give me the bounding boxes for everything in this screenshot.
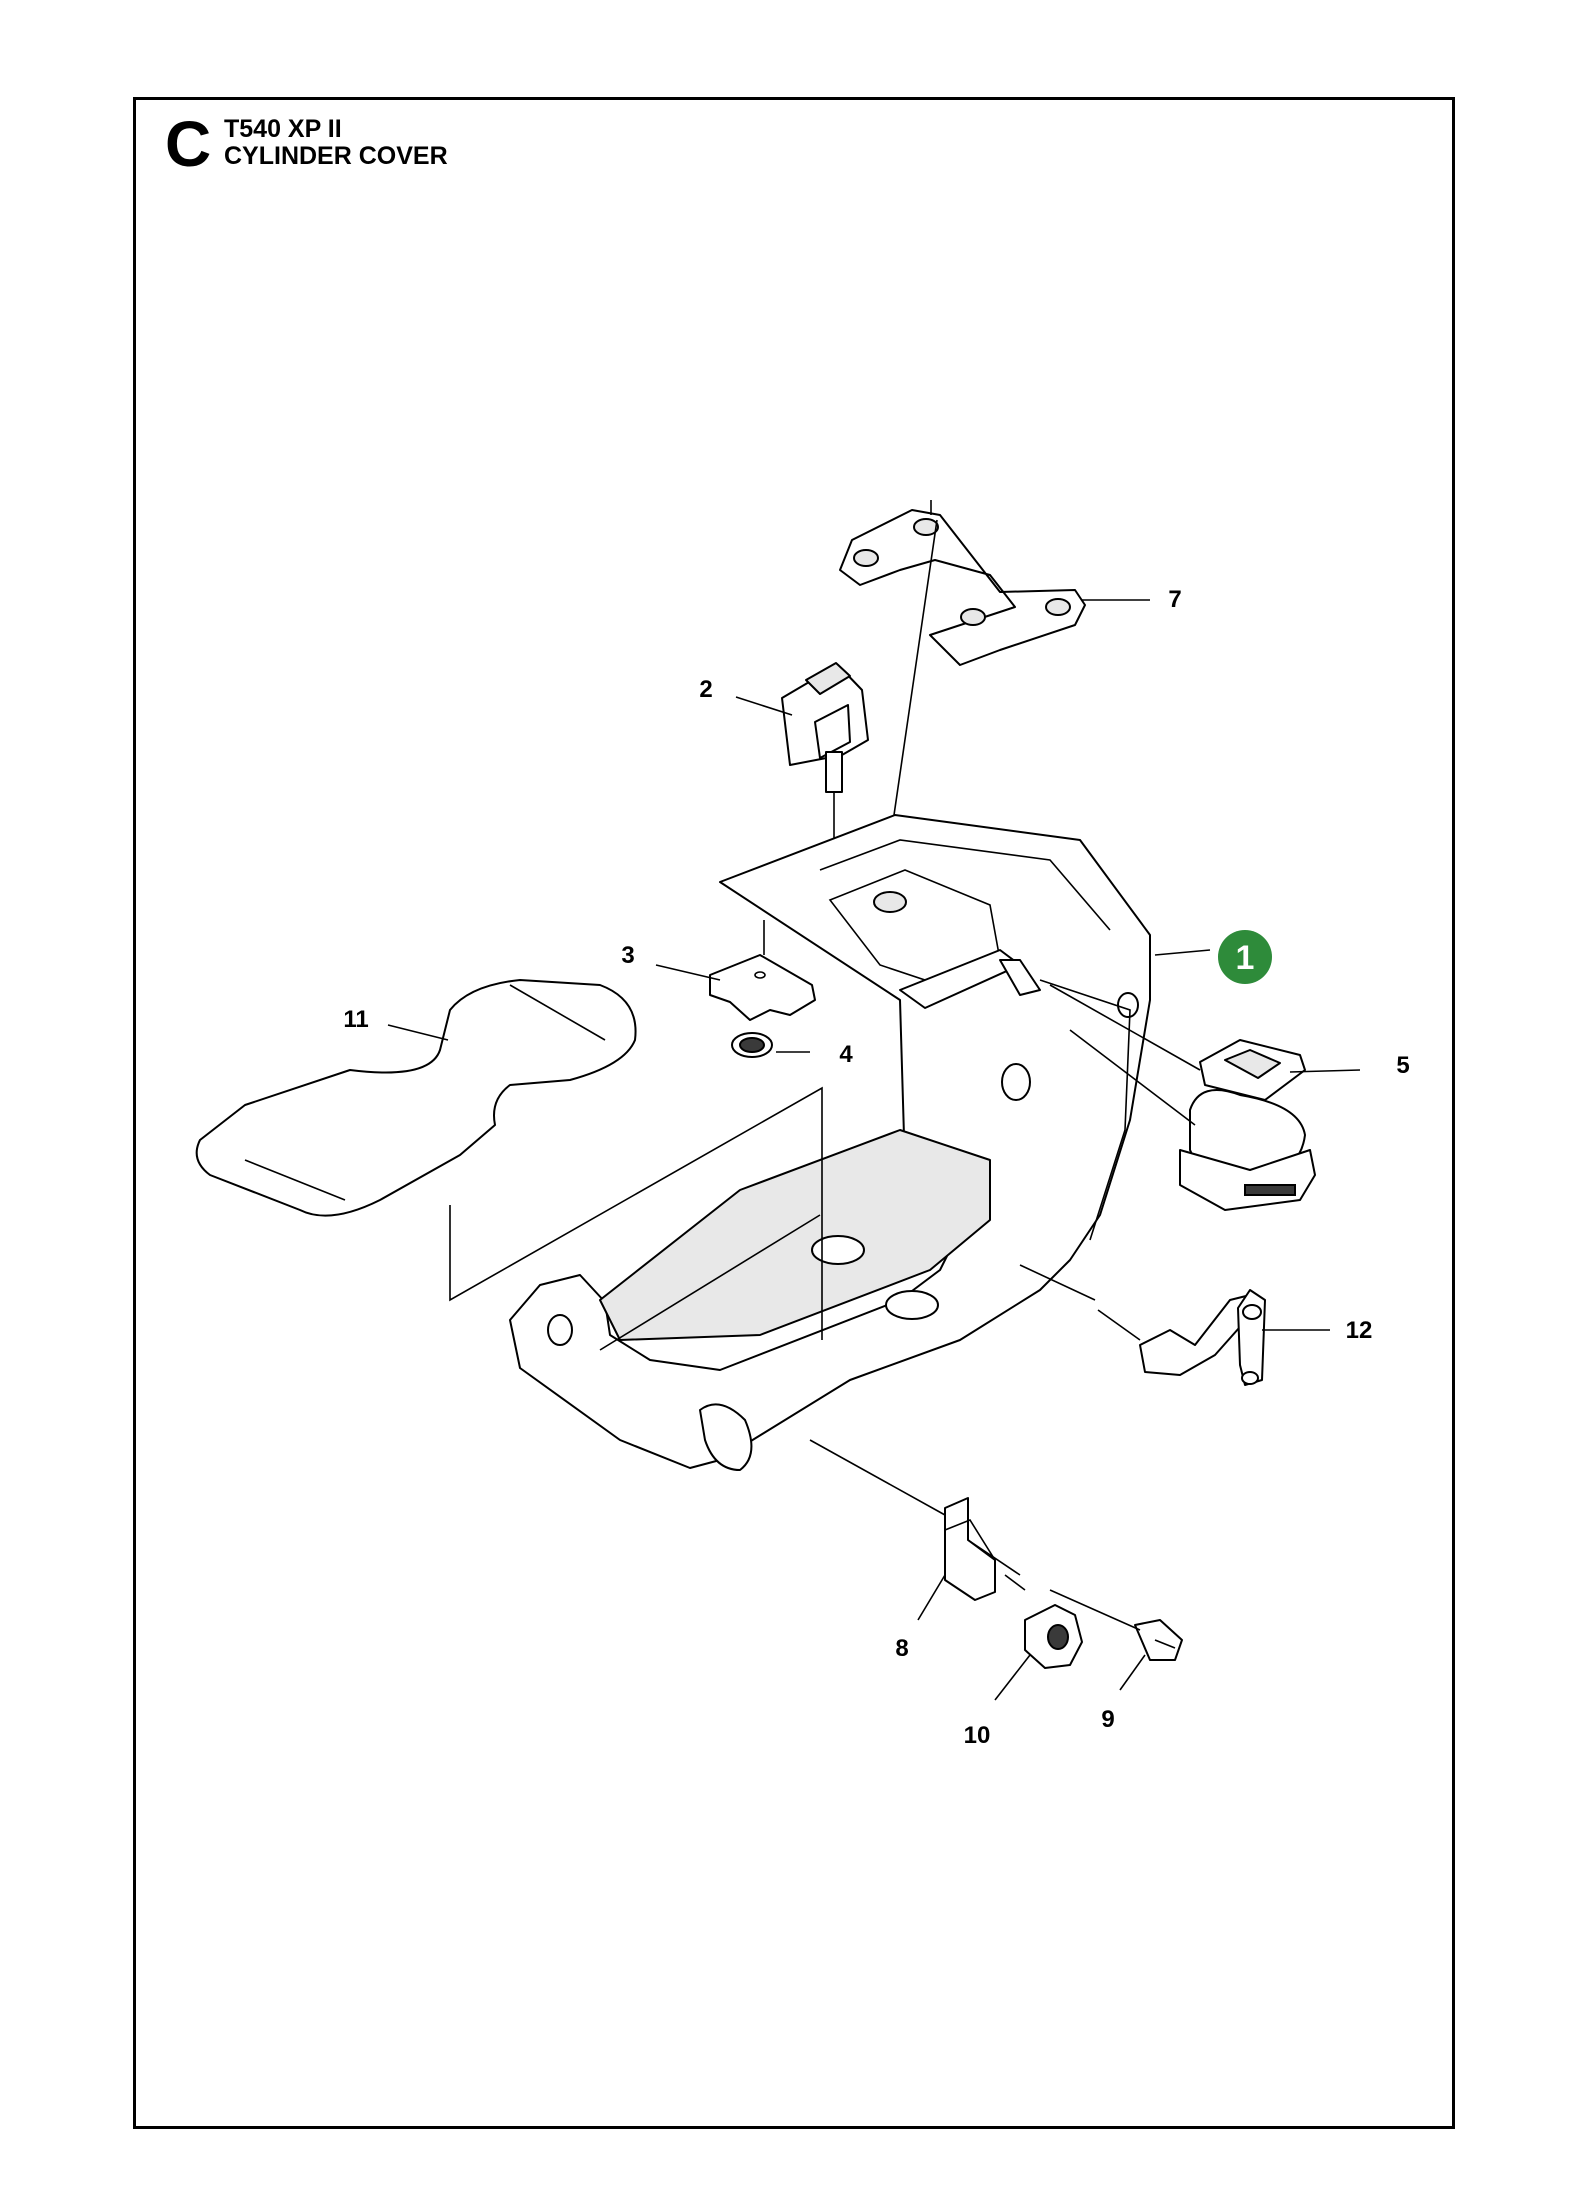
callout-9[interactable]: 9 xyxy=(1101,1706,1114,1733)
part-11-insulation-mat[interactable] xyxy=(195,979,637,1217)
callout-10[interactable]: 10 xyxy=(964,1722,991,1749)
callout-11[interactable]: 11 xyxy=(343,1006,368,1033)
assembly-title: CYLINDER COVER xyxy=(224,142,448,170)
part-3-bracket[interactable] xyxy=(709,920,816,1021)
part-1-cylinder-cover[interactable] xyxy=(509,814,1151,1471)
part-5-av-element[interactable] xyxy=(1179,1039,1316,1211)
part-12-cable-guide[interactable] xyxy=(1139,1289,1266,1386)
callout-12[interactable]: 12 xyxy=(1346,1317,1373,1344)
callout-1-badge[interactable] xyxy=(1218,930,1272,984)
callout-4[interactable]: 4 xyxy=(839,1041,853,1068)
callout-leaders xyxy=(387,599,1361,1701)
callout-8[interactable]: 8 xyxy=(895,1635,908,1662)
callout-labels: 1 2 3 4 5 7 8 9 10 11 12 xyxy=(343,586,1409,1749)
callout-1[interactable]: 1 xyxy=(1236,939,1255,977)
model-title: T540 XP II xyxy=(224,115,342,143)
title-block: T540 XP II CYLINDER COVER xyxy=(224,116,448,170)
part-7-gasket-plate[interactable] xyxy=(839,500,1086,666)
part-10-guide-washer[interactable] xyxy=(1024,1604,1083,1669)
callout-7[interactable]: 7 xyxy=(1168,586,1181,613)
part-8-clip[interactable] xyxy=(944,1497,996,1601)
part-4-push-nut[interactable] xyxy=(731,1032,773,1058)
callout-5[interactable]: 5 xyxy=(1396,1052,1409,1079)
callout-2[interactable]: 2 xyxy=(699,676,712,703)
section-letter: C xyxy=(165,108,212,180)
callout-3[interactable]: 3 xyxy=(621,942,634,969)
part-2-switch-knob[interactable] xyxy=(781,662,869,840)
part-9-screw[interactable] xyxy=(1134,1619,1183,1661)
explode-lines xyxy=(449,519,1201,1631)
page-frame xyxy=(133,97,1455,2129)
